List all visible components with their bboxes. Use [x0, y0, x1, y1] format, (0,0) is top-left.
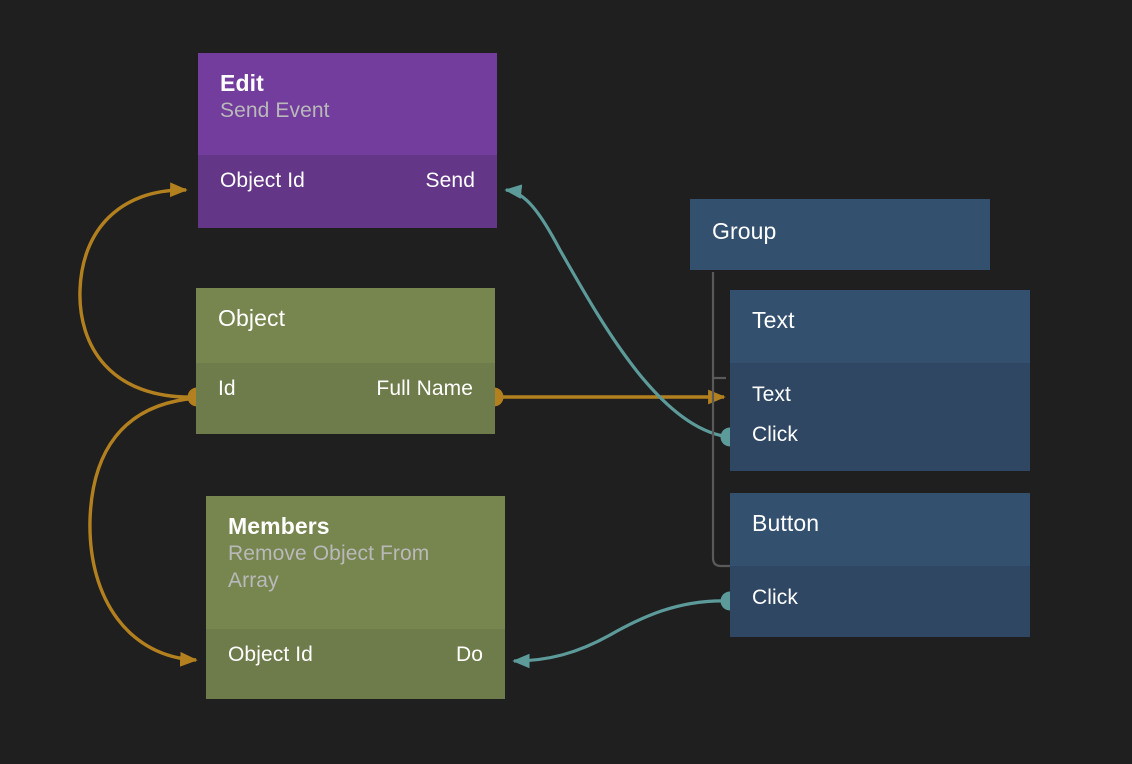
node-text-header[interactable]: Text [730, 290, 1030, 363]
port-row-text-text[interactable]: Text [730, 375, 1030, 415]
port-label-object-id: Id [218, 377, 236, 400]
port-label-edit-object-id: Object Id [220, 169, 305, 192]
node-text[interactable]: Text Text Click [730, 290, 1030, 471]
node-object[interactable]: Object Id Full Name [196, 288, 495, 434]
port-row-button-click[interactable]: Click [730, 578, 1030, 618]
node-edit-header[interactable]: Edit Send Event [198, 53, 497, 155]
node-text-body: Text Click [730, 363, 1030, 471]
node-text-title: Text [752, 307, 795, 333]
edge-object-id-to-members [88, 396, 198, 667]
node-edit[interactable]: Edit Send Event Object Id Send [198, 53, 497, 228]
port-label-object-full-name: Full Name [376, 377, 473, 400]
node-edit-title: Edit [220, 70, 264, 96]
port-row-edit-object-id[interactable]: Object Id Send [198, 161, 497, 201]
port-label-edit-send: Send [425, 169, 475, 192]
node-members[interactable]: Members Remove Object From Array Object … [206, 496, 505, 699]
node-button-header[interactable]: Button [730, 493, 1030, 566]
port-label-button-click: Click [752, 586, 798, 609]
node-button-body: Click [730, 566, 1030, 637]
node-object-header[interactable]: Object [196, 288, 495, 363]
port-row-text-click[interactable]: Click [730, 415, 1030, 455]
edge-button-click-to-members-do [512, 599, 731, 669]
node-object-title: Object [218, 305, 286, 331]
node-button-title: Button [752, 510, 820, 536]
node-members-body: Object Id Do [206, 629, 505, 699]
port-row-object-id[interactable]: Id Full Name [196, 369, 495, 409]
node-group-title: Group [712, 218, 777, 244]
node-group[interactable]: Group [690, 199, 990, 270]
edge-object-id-to-edit [78, 182, 198, 399]
port-row-members-object-id[interactable]: Object Id Do [206, 635, 505, 675]
node-members-header[interactable]: Members Remove Object From Array [206, 496, 505, 629]
port-label-members-object-id: Object Id [228, 643, 313, 666]
node-group-header[interactable]: Group [690, 199, 990, 270]
node-button[interactable]: Button Click [730, 493, 1030, 637]
node-edit-body: Object Id Send [198, 155, 497, 228]
port-label-text-click: Click [752, 423, 798, 446]
node-object-body: Id Full Name [196, 363, 495, 434]
port-label-text-text: Text [752, 383, 791, 406]
node-members-title: Members [228, 513, 330, 539]
node-members-subtitle: Remove Object From Array [228, 541, 430, 592]
port-label-members-do: Do [455, 643, 483, 666]
node-edit-subtitle: Send Event [220, 98, 330, 122]
